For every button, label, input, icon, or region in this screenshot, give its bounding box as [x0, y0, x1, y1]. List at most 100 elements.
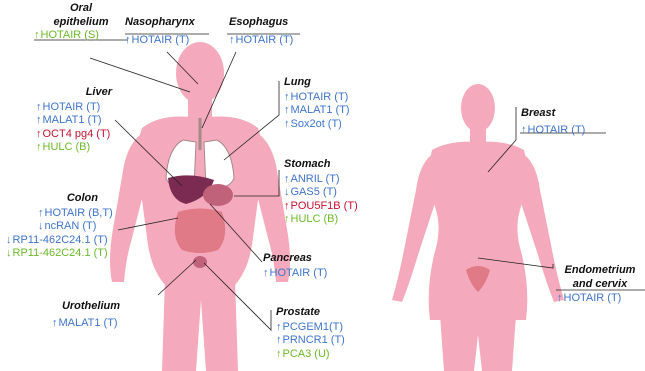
arrow-up-icon: ↑ — [36, 128, 42, 140]
gene-label: ncRAN (T) — [45, 220, 97, 232]
gene-entry: ↑HOTAIR (S) — [34, 29, 128, 43]
gene-entry: ↑HOTAIR (T) — [263, 267, 327, 281]
genes-liver: ↑HOTAIR (T)↑MALAT1 (T)↑OCT4 pg4 (T)↑HULC… — [36, 101, 112, 155]
gene-entry: ↑HOTAIR (T) — [521, 124, 585, 138]
female-legs — [440, 315, 516, 371]
arrow-up-icon: ↑ — [284, 91, 290, 103]
gene-entry: ↑MALAT1 (T) — [36, 114, 112, 128]
gene-entry: ↑PCA3 (U) — [276, 348, 345, 362]
female-head — [461, 84, 495, 132]
gene-label: PRNCR1 (T) — [283, 334, 345, 346]
title-lung: Lung — [284, 76, 350, 90]
title-pancreas: Pancreas — [263, 252, 327, 266]
label-lung: Lung ↑HOTAIR (T)↑MALAT1 (T)↑Sox2ot (T) — [284, 76, 350, 131]
gene-label: HOTAIR (B,T) — [45, 207, 113, 219]
genes-lung: ↑HOTAIR (T)↑MALAT1 (T)↑Sox2ot (T) — [284, 91, 350, 132]
gene-entry: ↓GAS5 (T) — [284, 186, 358, 200]
genes-stomach: ↑ANRIL (T)↓GAS5 (T)↑POU5F1B (T)↑HULC (B) — [284, 173, 358, 227]
gene-entry: ↑MALAT1 (T) — [52, 317, 120, 331]
bladder-organ — [193, 256, 207, 268]
arrow-up-icon: ↑ — [34, 29, 40, 41]
gene-entry: ↑HOTAIR (T) — [125, 34, 195, 48]
gene-label: RP11-462C24.1 (T) — [13, 247, 108, 259]
gene-label: HOTAIR (T) — [236, 34, 294, 46]
label-prostate: Prostate ↑PCGEM1(T)↑PRNCR1 (T)↑PCA3 (U) — [276, 306, 345, 361]
arrow-up-icon: ↑ — [52, 317, 58, 329]
gene-label: POU5F1B (T) — [291, 200, 358, 212]
arrow-up-icon: ↑ — [36, 101, 42, 113]
gene-label: ANRIL (T) — [291, 173, 340, 185]
label-stomach: Stomach ↑ANRIL (T)↓GAS5 (T)↑POU5F1B (T)↑… — [284, 158, 358, 227]
genes-breast: ↑HOTAIR (T) — [521, 124, 585, 138]
title-oral-epithelium: Oral epithelium — [34, 2, 128, 29]
gene-label: RP11-462C24.1 (T) — [13, 234, 108, 246]
title-colon: Colon — [6, 192, 98, 206]
title-liver: Liver — [36, 86, 112, 100]
arrow-up-icon: ↑ — [284, 104, 290, 116]
gene-label: HOTAIR (T) — [291, 91, 349, 103]
arrow-down-icon: ↓ — [6, 247, 12, 259]
gene-entry: ↑ANRIL (T) — [284, 173, 358, 187]
gene-entry: ↑HULC (B) — [284, 213, 358, 227]
title-esophagus: Esophagus — [229, 16, 293, 30]
gene-entry: ↑HOTAIR (B,T) — [38, 207, 113, 221]
arrow-up-icon: ↑ — [229, 34, 235, 46]
arrow-down-icon: ↓ — [284, 186, 290, 198]
female-torso — [429, 142, 528, 320]
title-stomach: Stomach — [284, 158, 358, 172]
genes-colon-extra: ↓RP11-462C24.1 (T)↓RP11-462C24.1 (T) — [6, 234, 113, 261]
female-neck — [470, 128, 486, 144]
label-liver: Liver ↑HOTAIR (T)↑MALAT1 (T)↑OCT4 pg4 (T… — [36, 86, 112, 155]
genes-nasopharynx: ↑HOTAIR (T) — [125, 34, 195, 48]
genes-endometrium-cervix: ↑HOTAIR (T) — [557, 292, 643, 306]
label-urothelium: Urothelium ↑MALAT1 (T) — [52, 300, 120, 330]
gene-entry: ↓RP11-462C24.1 (T) — [6, 234, 113, 248]
arrow-up-icon: ↑ — [284, 173, 290, 185]
arrow-up-icon: ↑ — [557, 292, 563, 304]
gene-entry: ↓ncRAN (T) — [38, 220, 113, 234]
gene-entry: ↑Sox2ot (T) — [284, 118, 350, 132]
genes-prostate: ↑PCGEM1(T)↑PRNCR1 (T)↑PCA3 (U) — [276, 321, 345, 362]
gene-entry: ↑HOTAIR (T) — [284, 91, 350, 105]
title-endometrium-cervix: Endometrium and cervix — [557, 264, 643, 291]
gene-label: PCA3 (U) — [283, 348, 330, 360]
gene-label: HOTAIR (T) — [564, 292, 622, 304]
gene-label: GAS5 (T) — [291, 186, 337, 198]
arrow-down-icon: ↓ — [38, 220, 44, 232]
arrow-up-icon: ↑ — [263, 267, 269, 279]
arrow-up-icon: ↑ — [276, 348, 282, 360]
arrow-up-icon: ↑ — [36, 141, 42, 153]
gene-entry: ↑HULC (B) — [36, 141, 112, 155]
arrow-up-icon: ↑ — [521, 124, 527, 136]
gene-label: HOTAIR (T) — [528, 124, 586, 136]
gene-label: HOTAIR (T) — [132, 34, 190, 46]
label-colon: Colon ↑HOTAIR (B,T)↓ncRAN (T) ↓RP11-462C… — [6, 192, 113, 261]
arrow-up-icon: ↑ — [276, 321, 282, 333]
male-legs — [162, 280, 238, 371]
male-neck — [188, 98, 212, 120]
gene-label: HOTAIR (T) — [43, 101, 101, 113]
arrow-up-icon: ↑ — [125, 34, 131, 46]
gene-entry: ↑OCT4 pg4 (T) — [36, 128, 112, 142]
genes-urothelium: ↑MALAT1 (T) — [52, 317, 120, 331]
label-endometrium-cervix: Endometrium and cervix ↑HOTAIR (T) — [557, 264, 643, 306]
gene-label: MALAT1 (T) — [291, 104, 350, 116]
gene-label: HOTAIR (S) — [41, 29, 99, 41]
label-esophagus: Esophagus ↑HOTAIR (T) — [229, 16, 293, 47]
arrow-up-icon: ↑ — [284, 213, 290, 225]
title-prostate: Prostate — [276, 306, 345, 320]
gene-entry: ↑POU5F1B (T) — [284, 200, 358, 214]
gene-label: MALAT1 (T) — [43, 114, 102, 126]
arrow-up-icon: ↑ — [284, 200, 290, 212]
genes-esophagus: ↑HOTAIR (T) — [229, 34, 293, 48]
label-pancreas: Pancreas ↑HOTAIR (T) — [263, 252, 327, 280]
gene-entry: ↓RP11-462C24.1 (T) — [6, 247, 113, 261]
title-nasopharynx: Nasopharynx — [125, 16, 195, 30]
intestine-organ — [175, 209, 225, 254]
gene-label: Sox2ot (T) — [291, 118, 342, 130]
gene-entry: ↑MALAT1 (T) — [284, 104, 350, 118]
genes-pancreas: ↑HOTAIR (T) — [263, 267, 327, 281]
gene-label: PCGEM1(T) — [283, 321, 344, 333]
gene-label: HOTAIR (T) — [270, 267, 328, 279]
